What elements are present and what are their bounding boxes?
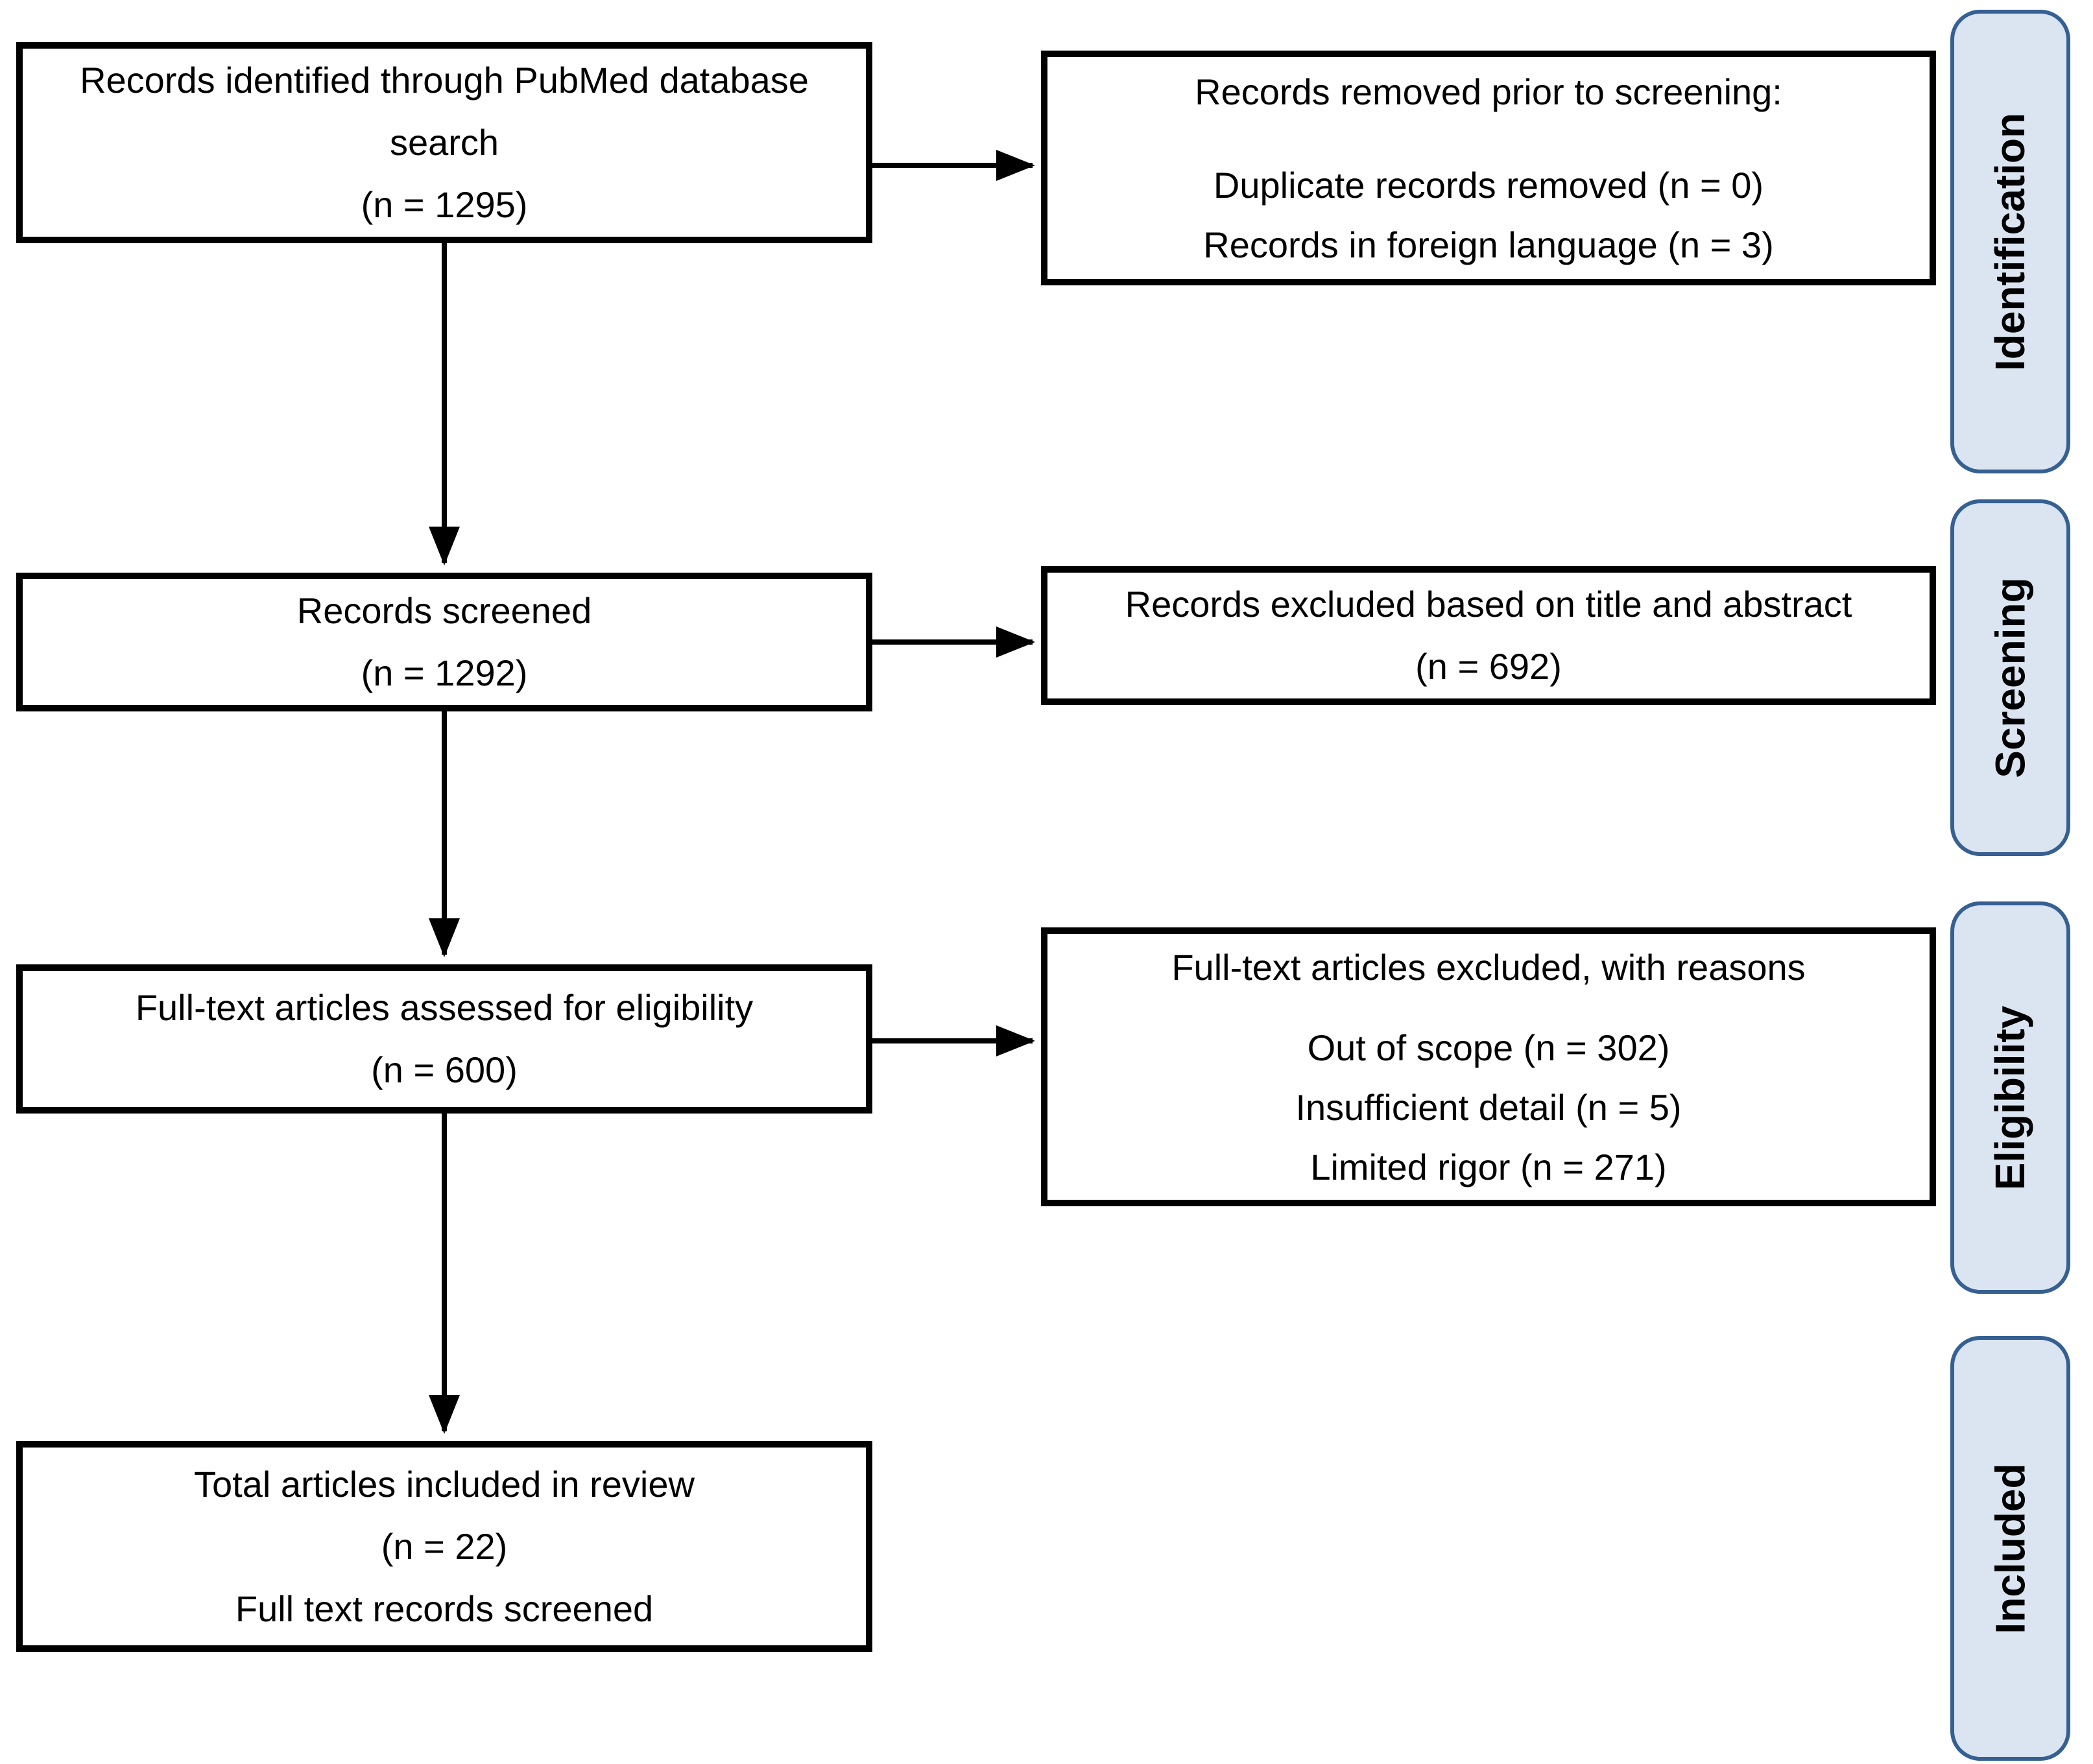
- box-fulltext-excluded: Full-text articles excluded, with reason…: [1041, 927, 1936, 1206]
- box-fulltext-assessed: Full-text articles assessed for eligibil…: [16, 964, 872, 1114]
- box-header: Full-text articles excluded, with reason…: [1171, 947, 1806, 988]
- stage-label-text: Identification: [1987, 112, 2034, 371]
- stage-label-included: Included: [1950, 1336, 2070, 1761]
- box-count: (n = 600): [371, 1049, 518, 1090]
- box-records-removed: Records removed prior to screening: Dupl…: [1041, 51, 1936, 285]
- box-text-line: Records identified through PubMed databa…: [80, 60, 809, 101]
- box-records-screened: Records screened (n = 1292): [16, 573, 872, 711]
- box-items: Duplicate records removed (n = 0) Record…: [1203, 156, 1773, 275]
- stage-label-text: Included: [1987, 1462, 2034, 1634]
- stage-label-text: Eligibility: [1987, 1005, 2034, 1190]
- box-items: Out of scope (n = 302) Insufficient deta…: [1295, 1018, 1681, 1197]
- box-text-line: Total articles included in review: [194, 1463, 695, 1505]
- box-excluded-title-abstract: Records excluded based on title and abst…: [1041, 566, 1936, 705]
- stage-label-text: Screening: [1987, 577, 2034, 778]
- box-records-identified: Records identified through PubMed databa…: [16, 42, 872, 243]
- box-count: (n = 692): [1415, 646, 1562, 687]
- box-text-line: search: [389, 122, 499, 163]
- box-count: (n = 1295): [361, 184, 528, 225]
- box-text-line: Full text records screened: [235, 1588, 654, 1629]
- stage-label-eligibility: Eligibility: [1950, 901, 2070, 1294]
- box-item: Duplicate records removed (n = 0): [1213, 165, 1764, 206]
- box-text-line: Records excluded based on title and abst…: [1125, 584, 1852, 625]
- box-item: Insufficient detail (n = 5): [1295, 1087, 1682, 1128]
- stage-label-screening: Screening: [1950, 499, 2070, 856]
- box-count: (n = 22): [381, 1525, 508, 1567]
- box-text-line: Full-text articles assessed for eligibil…: [135, 987, 754, 1028]
- box-item: Out of scope (n = 302): [1307, 1027, 1670, 1068]
- stage-label-identification: Identification: [1950, 10, 2070, 473]
- box-text-line: Records screened: [296, 590, 592, 631]
- box-item: Limited rigor (n = 271): [1310, 1147, 1667, 1187]
- box-count: (n = 1292): [361, 652, 528, 693]
- box-total-included: Total articles included in review (n = 2…: [16, 1441, 872, 1652]
- box-header: Records removed prior to screening:: [1195, 71, 1782, 112]
- box-item: Records in foreign language (n = 3): [1203, 224, 1774, 265]
